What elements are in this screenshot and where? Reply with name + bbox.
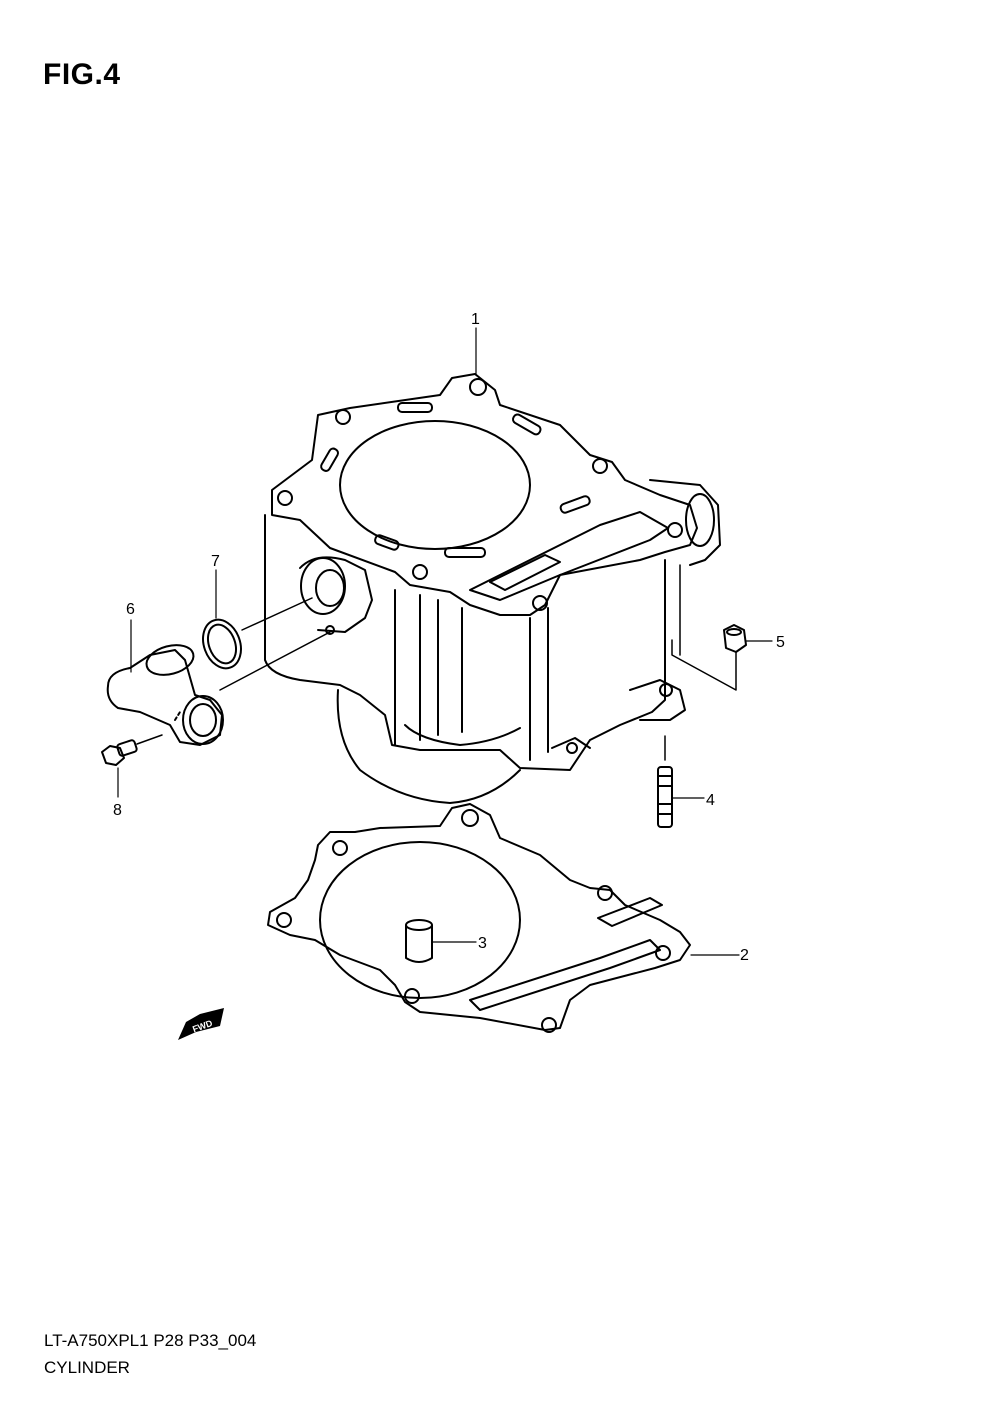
- bolt-part: [101, 734, 163, 766]
- cylinder-part: [264, 373, 721, 804]
- dowel-pin-part: [405, 919, 433, 963]
- water-inlet-pipe-part: [106, 644, 224, 746]
- figure-title: FIG.4: [43, 58, 121, 91]
- stud-part: [657, 735, 673, 828]
- nut-part: [671, 624, 747, 691]
- callout-2: 2: [740, 947, 749, 964]
- callout-3: 3: [478, 935, 487, 952]
- callout-5: 5: [776, 634, 785, 651]
- callout-leaders: [117, 327, 773, 956]
- o-ring-part: [202, 618, 242, 670]
- model-code: LT-A750XPL1 P28 P33_004: [44, 1331, 257, 1350]
- callout-7: 7: [211, 553, 220, 570]
- gasket-part: [267, 803, 691, 1033]
- assembly-guide-lines: [219, 564, 681, 691]
- callout-1: 1: [471, 311, 480, 328]
- callout-6: 6: [126, 601, 135, 618]
- section-name: CYLINDER: [44, 1358, 130, 1377]
- forward-direction-arrow-icon: FWD: [178, 1008, 224, 1040]
- callout-4: 4: [706, 792, 715, 809]
- callout-8: 8: [113, 802, 122, 819]
